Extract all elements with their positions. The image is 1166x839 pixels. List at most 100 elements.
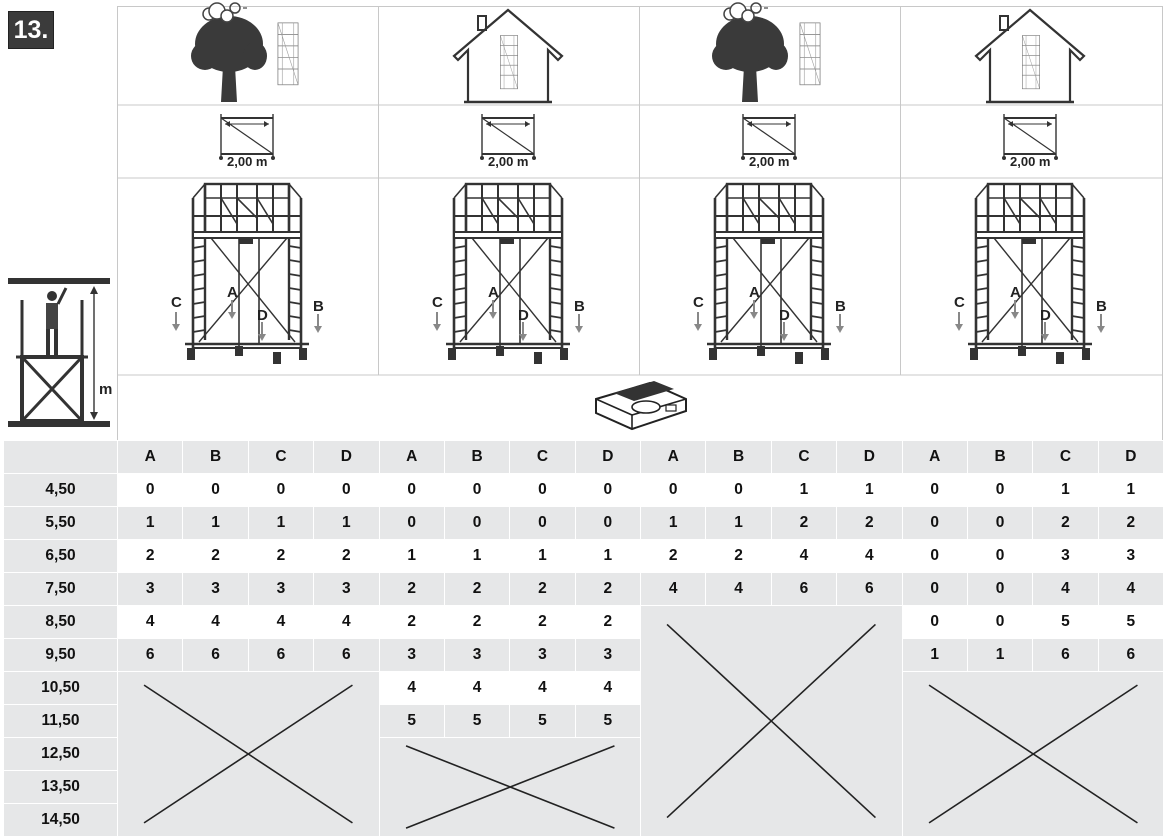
table-header-row: A B C D A B C D A B C D A B C D (3, 440, 1165, 474)
ballast-value-cell: 0 (901, 539, 968, 573)
ballast-value-cell: 0 (901, 605, 968, 639)
height-cell: 4,50 (3, 473, 118, 507)
col-header: C (509, 440, 576, 474)
ballast-value-cell: 4 (116, 605, 184, 639)
height-cell: 8,50 (3, 605, 118, 639)
ballast-value-cell: 3 (247, 572, 315, 606)
ballast-value-cell: 2 (574, 605, 642, 639)
point-label-b-4: B (1096, 298, 1107, 315)
ballast-value-cell: 3 (1097, 539, 1165, 573)
col-header: A (901, 440, 968, 474)
ballast-value-cell: 2 (1032, 506, 1099, 540)
ballast-value-cell: 0 (378, 473, 445, 507)
ballast-value-cell: 0 (182, 473, 249, 507)
environment-icon-2 (452, 8, 564, 104)
col-header: D (574, 440, 642, 474)
height-cell: 13,50 (3, 770, 118, 804)
ballast-value-cell: 5 (1032, 605, 1099, 639)
not-permitted-cell (640, 605, 903, 837)
ballast-value-cell: 5 (509, 704, 576, 738)
scaffold-tower-3 (705, 182, 833, 366)
ballast-value-cell: 2 (378, 605, 445, 639)
point-label-d-2: D (518, 307, 529, 324)
ballast-value-cell: 1 (705, 506, 772, 540)
ballast-value-cell: 4 (639, 572, 707, 606)
point-label-d-3: D (779, 307, 790, 324)
ballast-value-cell: 4 (182, 605, 249, 639)
ballast-value-cell: 2 (1097, 506, 1165, 540)
point-label-a-4: A (1010, 284, 1021, 301)
point-label-b-2: B (574, 298, 585, 315)
ballast-value-cell: 5 (443, 704, 511, 738)
ballast-value-cell: 4 (574, 671, 642, 705)
ballast-value-cell: 3 (182, 572, 249, 606)
ballast-value-cell: 2 (443, 572, 511, 606)
ballast-value-cell: 2 (182, 539, 249, 573)
height-cell: 11,50 (3, 704, 118, 738)
height-cell: 5,50 (3, 506, 118, 540)
point-label-c-1: C (171, 294, 182, 311)
col-header: B (182, 440, 249, 474)
height-cell: 14,50 (3, 803, 118, 837)
ballast-value-cell: 0 (443, 506, 511, 540)
height-cell: 10,50 (3, 671, 118, 705)
ballast-value-cell: 1 (378, 539, 445, 573)
ballast-value-cell: 6 (836, 572, 903, 606)
ballast-value-cell: 6 (770, 572, 838, 606)
scaffold-tower-2 (444, 182, 572, 366)
ballast-value-cell: 2 (443, 605, 511, 639)
ballast-value-cell: 0 (966, 473, 1034, 507)
ballast-value-cell: 5 (1097, 605, 1165, 639)
col-header: A (116, 440, 184, 474)
ballast-weight-icon (595, 381, 687, 431)
ballast-value-cell: 0 (443, 473, 511, 507)
length-label-3: 2,00 m (749, 154, 789, 169)
ballast-value-cell: 5 (378, 704, 445, 738)
ballast-value-cell: 2 (705, 539, 772, 573)
height-cell: 12,50 (3, 737, 118, 771)
col-header: D (1097, 440, 1165, 474)
ballast-value-cell: 1 (574, 539, 642, 573)
table-row: 14,50 (3, 803, 1164, 837)
ballast-value-cell: 2 (509, 572, 576, 606)
not-permitted-cross (641, 606, 902, 836)
ballast-value-cell: 1 (116, 506, 184, 540)
length-label-4: 2,00 m (1010, 154, 1050, 169)
col-header: B (966, 440, 1034, 474)
col-header: B (705, 440, 772, 474)
ballast-value-cell: 1 (901, 638, 968, 672)
ballast-value-cell: 0 (509, 506, 576, 540)
ballast-value-cell: 1 (770, 473, 838, 507)
ballast-value-cell: 4 (313, 605, 380, 639)
ballast-value-cell: 6 (313, 638, 380, 672)
ballast-value-cell: 0 (116, 473, 184, 507)
length-label-2: 2,00 m (488, 154, 528, 169)
ballast-value-cell: 1 (443, 539, 511, 573)
ballast-value-cell: 1 (1032, 473, 1099, 507)
point-label-c-3: C (693, 294, 704, 311)
ballast-value-cell: 3 (1032, 539, 1099, 573)
environment-icon-3 (711, 0, 821, 103)
ballast-value-cell: 4 (1097, 572, 1165, 606)
ballast-value-cell: 2 (639, 539, 707, 573)
ballast-value-cell: 2 (313, 539, 380, 573)
point-label-d-4: D (1040, 307, 1051, 324)
ballast-value-cell: 3 (116, 572, 184, 606)
point-label-c-4: C (954, 294, 965, 311)
ballast-value-cell: 2 (378, 572, 445, 606)
not-permitted-cell (117, 671, 380, 837)
height-illustration (8, 278, 110, 427)
point-label-c-2: C (432, 294, 443, 311)
ballast-value-cell: 0 (901, 572, 968, 606)
ballast-value-cell: 4 (509, 671, 576, 705)
ballast-value-cell: 6 (1097, 638, 1165, 672)
point-label-a-1: A (227, 284, 238, 301)
